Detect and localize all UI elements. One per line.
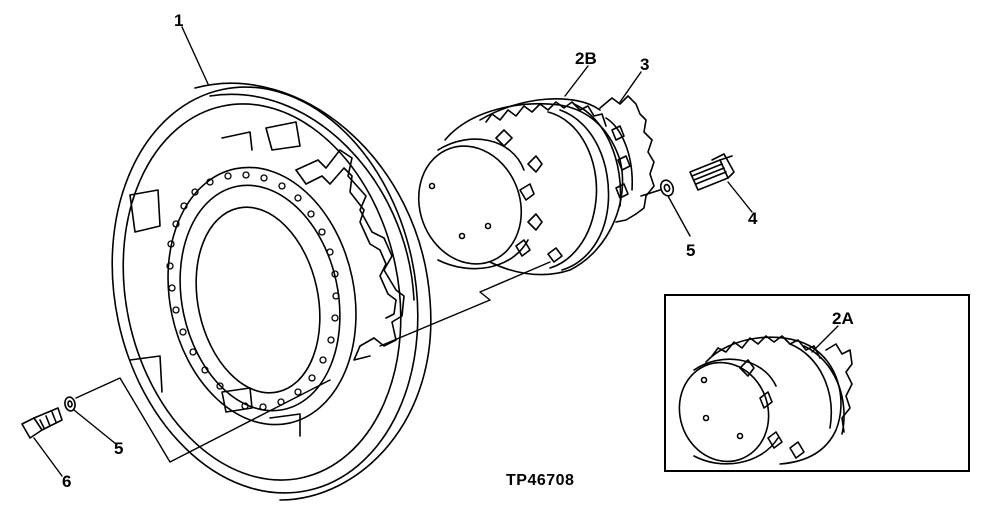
leader-lines [33, 26, 839, 477]
washer-part-5-right [659, 179, 675, 197]
callout-6: 6 [62, 472, 72, 491]
callout-3: 3 [640, 55, 650, 74]
callout-4: 4 [748, 209, 758, 228]
callout-5-right: 5 [686, 241, 696, 260]
figure-id: TP46708 [506, 472, 575, 489]
bolt-part-6 [21, 407, 63, 439]
callout-1: 1 [174, 11, 184, 30]
alignment-line-right [640, 189, 661, 197]
bolt-part-4 [689, 153, 735, 191]
callout-5-left: 5 [114, 439, 124, 458]
callout-2a: 2A [832, 309, 854, 328]
inset-final-drive-part-2a [678, 335, 853, 465]
sprocket-housing-part-1 [111, 82, 432, 501]
callout-2b: 2B [575, 49, 597, 68]
washer-part-5-left [64, 396, 76, 412]
final-drive-part-2b [417, 98, 624, 276]
inset-frame [664, 294, 970, 472]
motor-part-3 [599, 95, 655, 223]
